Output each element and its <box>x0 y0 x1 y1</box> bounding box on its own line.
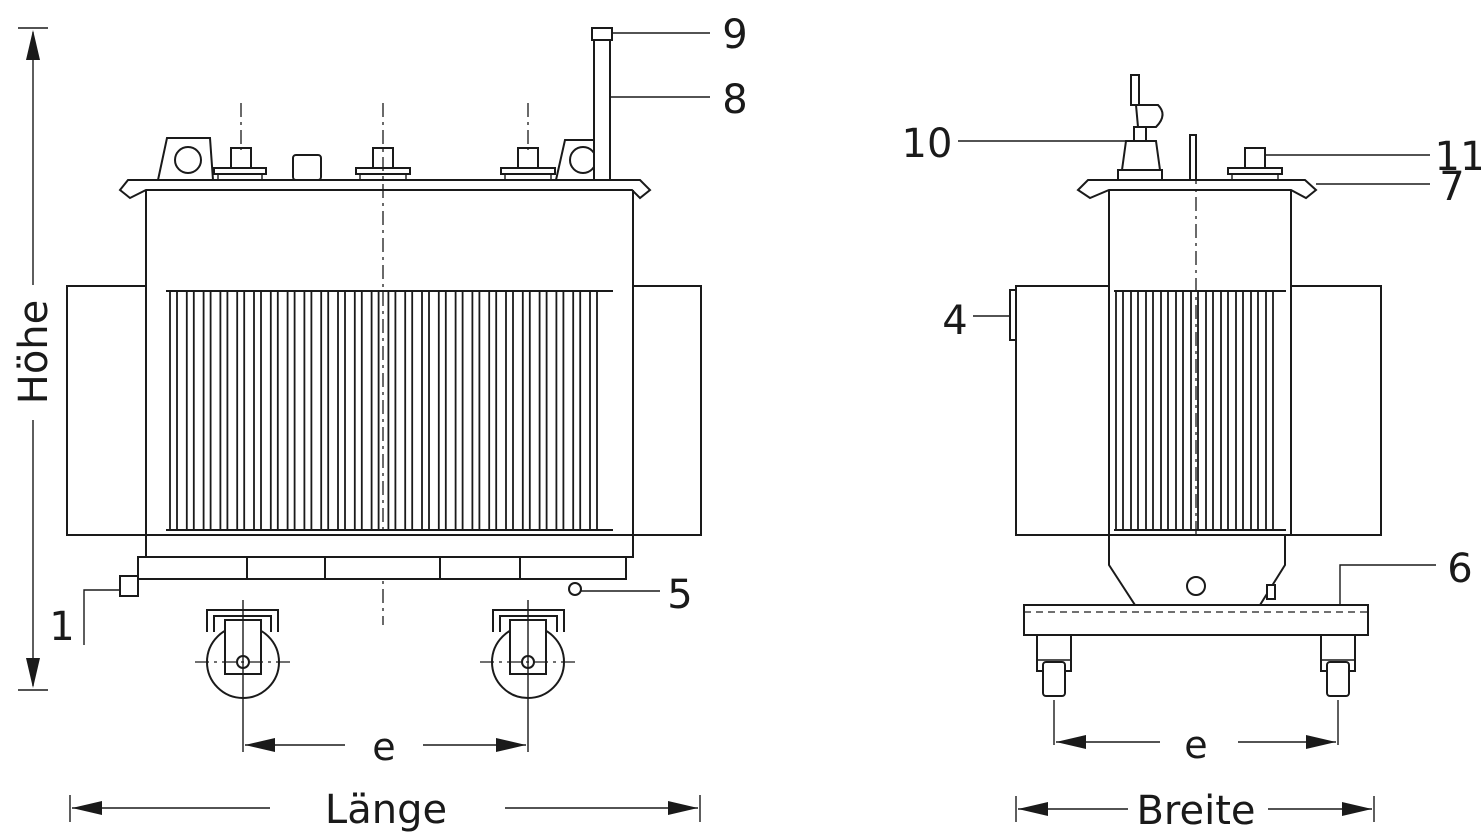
cooling-fin <box>353 290 363 531</box>
callout-11: 11 <box>1265 134 1481 180</box>
cooling-fin <box>471 290 481 531</box>
side-right-panel <box>1290 285 1382 536</box>
callout-label-6: 6 <box>1447 546 1472 592</box>
width-label: Breite <box>1136 788 1255 834</box>
length-label: Länge <box>325 787 447 833</box>
callout-8: 8 <box>610 77 748 123</box>
callout-4: 4 <box>942 298 1010 344</box>
front-thermometer-pipe <box>593 39 611 181</box>
dimension-wheelbase-front: e <box>245 725 526 769</box>
front-base-frame <box>145 534 634 558</box>
front-drain-valve <box>568 582 582 596</box>
dimension-height: Höhe <box>11 27 57 691</box>
callout-1: 1 <box>49 589 120 650</box>
side-base-plate <box>1023 604 1369 636</box>
cooling-fin <box>1175 290 1184 531</box>
cooling-fin <box>521 290 531 531</box>
cooling-fin <box>1265 290 1274 531</box>
callout-5: 5 <box>581 572 693 618</box>
callout-label-9: 9 <box>722 12 747 58</box>
cooling-fin <box>337 290 346 531</box>
front-bushing-3 <box>500 147 556 180</box>
callout-label-8: 8 <box>722 77 747 123</box>
cooling-fin <box>555 290 565 531</box>
cooling-fin <box>1190 290 1199 531</box>
callout-label-10: 10 <box>902 121 953 167</box>
callout-label-1: 1 <box>49 604 74 650</box>
front-wheel-right <box>480 600 577 752</box>
cooling-fin <box>505 290 514 531</box>
side-tank-body <box>1108 189 1292 536</box>
cooling-fin <box>421 290 430 531</box>
cooling-fin <box>404 290 414 531</box>
callout-7: 7 <box>1316 164 1465 210</box>
cooling-fin <box>1130 290 1139 531</box>
side-indicator <box>1009 289 1017 341</box>
side-view <box>1009 74 1382 745</box>
cooling-fin <box>303 290 313 531</box>
front-bushing-1 <box>213 147 267 180</box>
side-pipe <box>1189 134 1197 181</box>
side-left-panel <box>1015 285 1110 536</box>
cooling-fin <box>387 290 397 531</box>
callout-label-7: 7 <box>1439 164 1464 210</box>
dimension-wheelbase-side: e <box>1056 723 1336 767</box>
cooling-fin <box>437 290 447 531</box>
cooling-fin <box>1115 290 1124 531</box>
side-breather <box>1117 74 1164 181</box>
cooling-fin <box>269 290 279 531</box>
front-lifting-lug-left <box>156 137 215 181</box>
side-wheel-left <box>1036 634 1072 745</box>
front-filler-cap <box>292 154 322 181</box>
front-right-panel <box>632 285 702 536</box>
cooling-fin <box>589 290 598 531</box>
cooling-fin <box>1220 290 1229 531</box>
side-wheel-right <box>1320 634 1356 745</box>
cooling-fin <box>488 290 498 531</box>
callout-label-11: 11 <box>1435 134 1481 180</box>
cooling-fin <box>370 290 380 531</box>
callout-label-4: 4 <box>942 298 967 344</box>
front-left-panel <box>66 285 147 536</box>
cooling-fin <box>320 290 330 531</box>
cooling-fin <box>538 290 548 531</box>
cooling-fin <box>454 290 464 531</box>
wheelbase-label-side: e <box>1184 723 1207 767</box>
dimension-length: Länge <box>69 787 701 833</box>
callout-10: 10 <box>902 121 1126 167</box>
cooling-fin <box>1235 290 1244 531</box>
cooling-fin <box>1205 290 1214 531</box>
cooling-fin <box>1250 290 1259 531</box>
front-view <box>66 27 702 752</box>
cooling-fin <box>236 290 246 531</box>
front-earth-terminal <box>119 575 139 597</box>
wheelbase-label-front: e <box>372 725 395 769</box>
cooling-fin <box>1145 290 1154 531</box>
cooling-fin <box>219 290 229 531</box>
callout-6: 6 <box>1339 546 1473 605</box>
front-wheel-left <box>195 600 292 752</box>
cooling-fin <box>572 290 582 531</box>
front-base-skid <box>137 556 627 580</box>
cooling-fin <box>253 290 262 531</box>
height-label: Höhe <box>11 300 57 405</box>
cooling-fin <box>202 290 212 531</box>
dimension-width: Breite <box>1015 788 1375 834</box>
cooling-fin <box>185 290 195 531</box>
cooling-fin <box>1160 290 1169 531</box>
callout-9: 9 <box>612 12 748 58</box>
cooling-fin <box>169 290 178 531</box>
cooling-fin <box>286 290 296 531</box>
side-bushing <box>1227 147 1283 180</box>
callout-label-5: 5 <box>667 572 692 618</box>
